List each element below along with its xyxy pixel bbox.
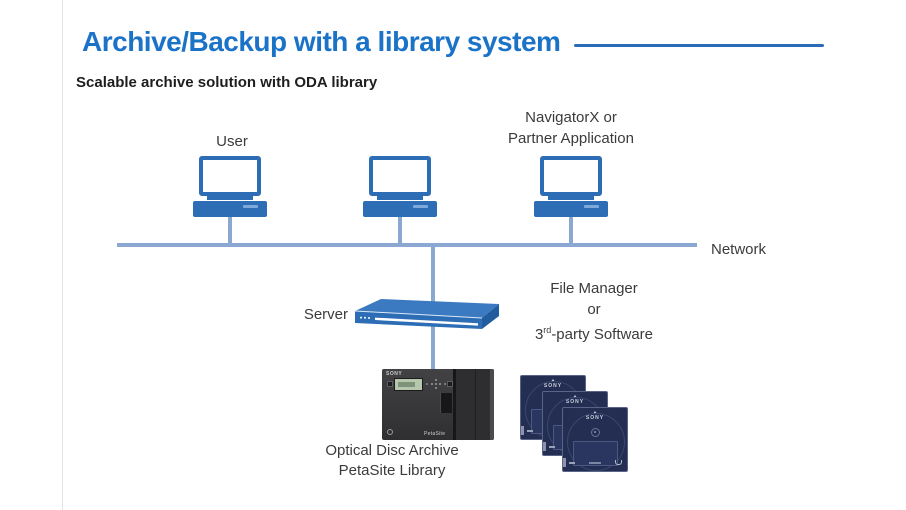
oda-door-panel bbox=[453, 369, 494, 440]
connector-user-workstation bbox=[228, 214, 232, 245]
user-workstation-icon bbox=[192, 156, 268, 217]
oda-button bbox=[447, 381, 453, 387]
oda-library-label-line2: PetaSite Library bbox=[338, 461, 446, 479]
page-edge-rule bbox=[62, 0, 63, 510]
oda-cartridge-slot bbox=[440, 393, 452, 413]
oda-brand-logo: SONY bbox=[386, 371, 403, 377]
navigator-app-label: NavigatorX or Partner Application bbox=[481, 107, 661, 149]
navigator-app-label-line2: Partner Application bbox=[508, 130, 634, 147]
monitor-icon bbox=[199, 156, 261, 196]
oda-button bbox=[444, 383, 446, 385]
user-label: User bbox=[216, 133, 248, 150]
oda-library-label: Optical Disc Archive PetaSite Library bbox=[308, 441, 476, 480]
keyboard-icon bbox=[193, 201, 267, 217]
software-label-line3: 3rd-party Software bbox=[534, 325, 654, 343]
cartridge-logo-mark bbox=[591, 428, 600, 437]
oda-dpad-buttons bbox=[431, 379, 441, 389]
oda-cartridge-icon: SONY bbox=[562, 407, 628, 472]
cartridge-oda-mark bbox=[615, 460, 622, 465]
monitor-stand bbox=[548, 196, 594, 200]
keyboard-dash bbox=[584, 205, 599, 208]
navigator-app-label-line1: NavigatorX or bbox=[525, 109, 617, 126]
network-label: Network bbox=[711, 241, 767, 258]
oda-button bbox=[387, 381, 393, 387]
page-subtitle: Scalable archive solution with ODA libra… bbox=[76, 74, 378, 91]
cartridge-disc-outline bbox=[567, 413, 625, 471]
server-icon bbox=[354, 299, 499, 329]
cartridge-arrow-mark bbox=[551, 379, 555, 382]
software-label-line2: or bbox=[587, 301, 601, 318]
connector-navigator-workstation bbox=[569, 214, 573, 245]
network-line bbox=[117, 243, 697, 247]
oda-library-label-line1: Optical Disc Archive bbox=[325, 442, 459, 459]
keyboard-dash bbox=[413, 205, 428, 208]
monitor-icon bbox=[369, 156, 431, 196]
cartridge-arrow-mark bbox=[573, 395, 577, 398]
workstation-2-icon bbox=[362, 156, 438, 217]
keyboard-dash bbox=[243, 205, 258, 208]
page-title: Archive/Backup with a library system bbox=[82, 26, 561, 57]
server-label: Server bbox=[303, 306, 348, 323]
header: Archive/Backup with a library system bbox=[82, 26, 824, 58]
cartridge-label-area bbox=[573, 441, 618, 466]
software-label-line1: File Manager bbox=[550, 280, 638, 297]
keyboard-icon bbox=[534, 201, 608, 217]
monitor-stand bbox=[377, 196, 423, 200]
title-rule bbox=[574, 43, 824, 47]
oda-button bbox=[426, 383, 428, 385]
oda-lcd-display bbox=[394, 378, 423, 391]
oda-front-panel: SONY PetaSite bbox=[382, 369, 453, 440]
cartridge-arrow-mark bbox=[593, 411, 597, 414]
connector-workstation-2 bbox=[398, 214, 402, 245]
navigator-workstation-icon bbox=[533, 156, 609, 217]
monitor-icon bbox=[540, 156, 602, 196]
software-label: File Manager or 3rd-party Software bbox=[509, 278, 679, 345]
keyboard-icon bbox=[363, 201, 437, 217]
oda-model-label: PetaSite bbox=[424, 431, 446, 437]
monitor-stand bbox=[207, 196, 253, 200]
oda-library-icon: SONY PetaSite bbox=[382, 369, 494, 440]
oda-power-button bbox=[387, 429, 393, 435]
